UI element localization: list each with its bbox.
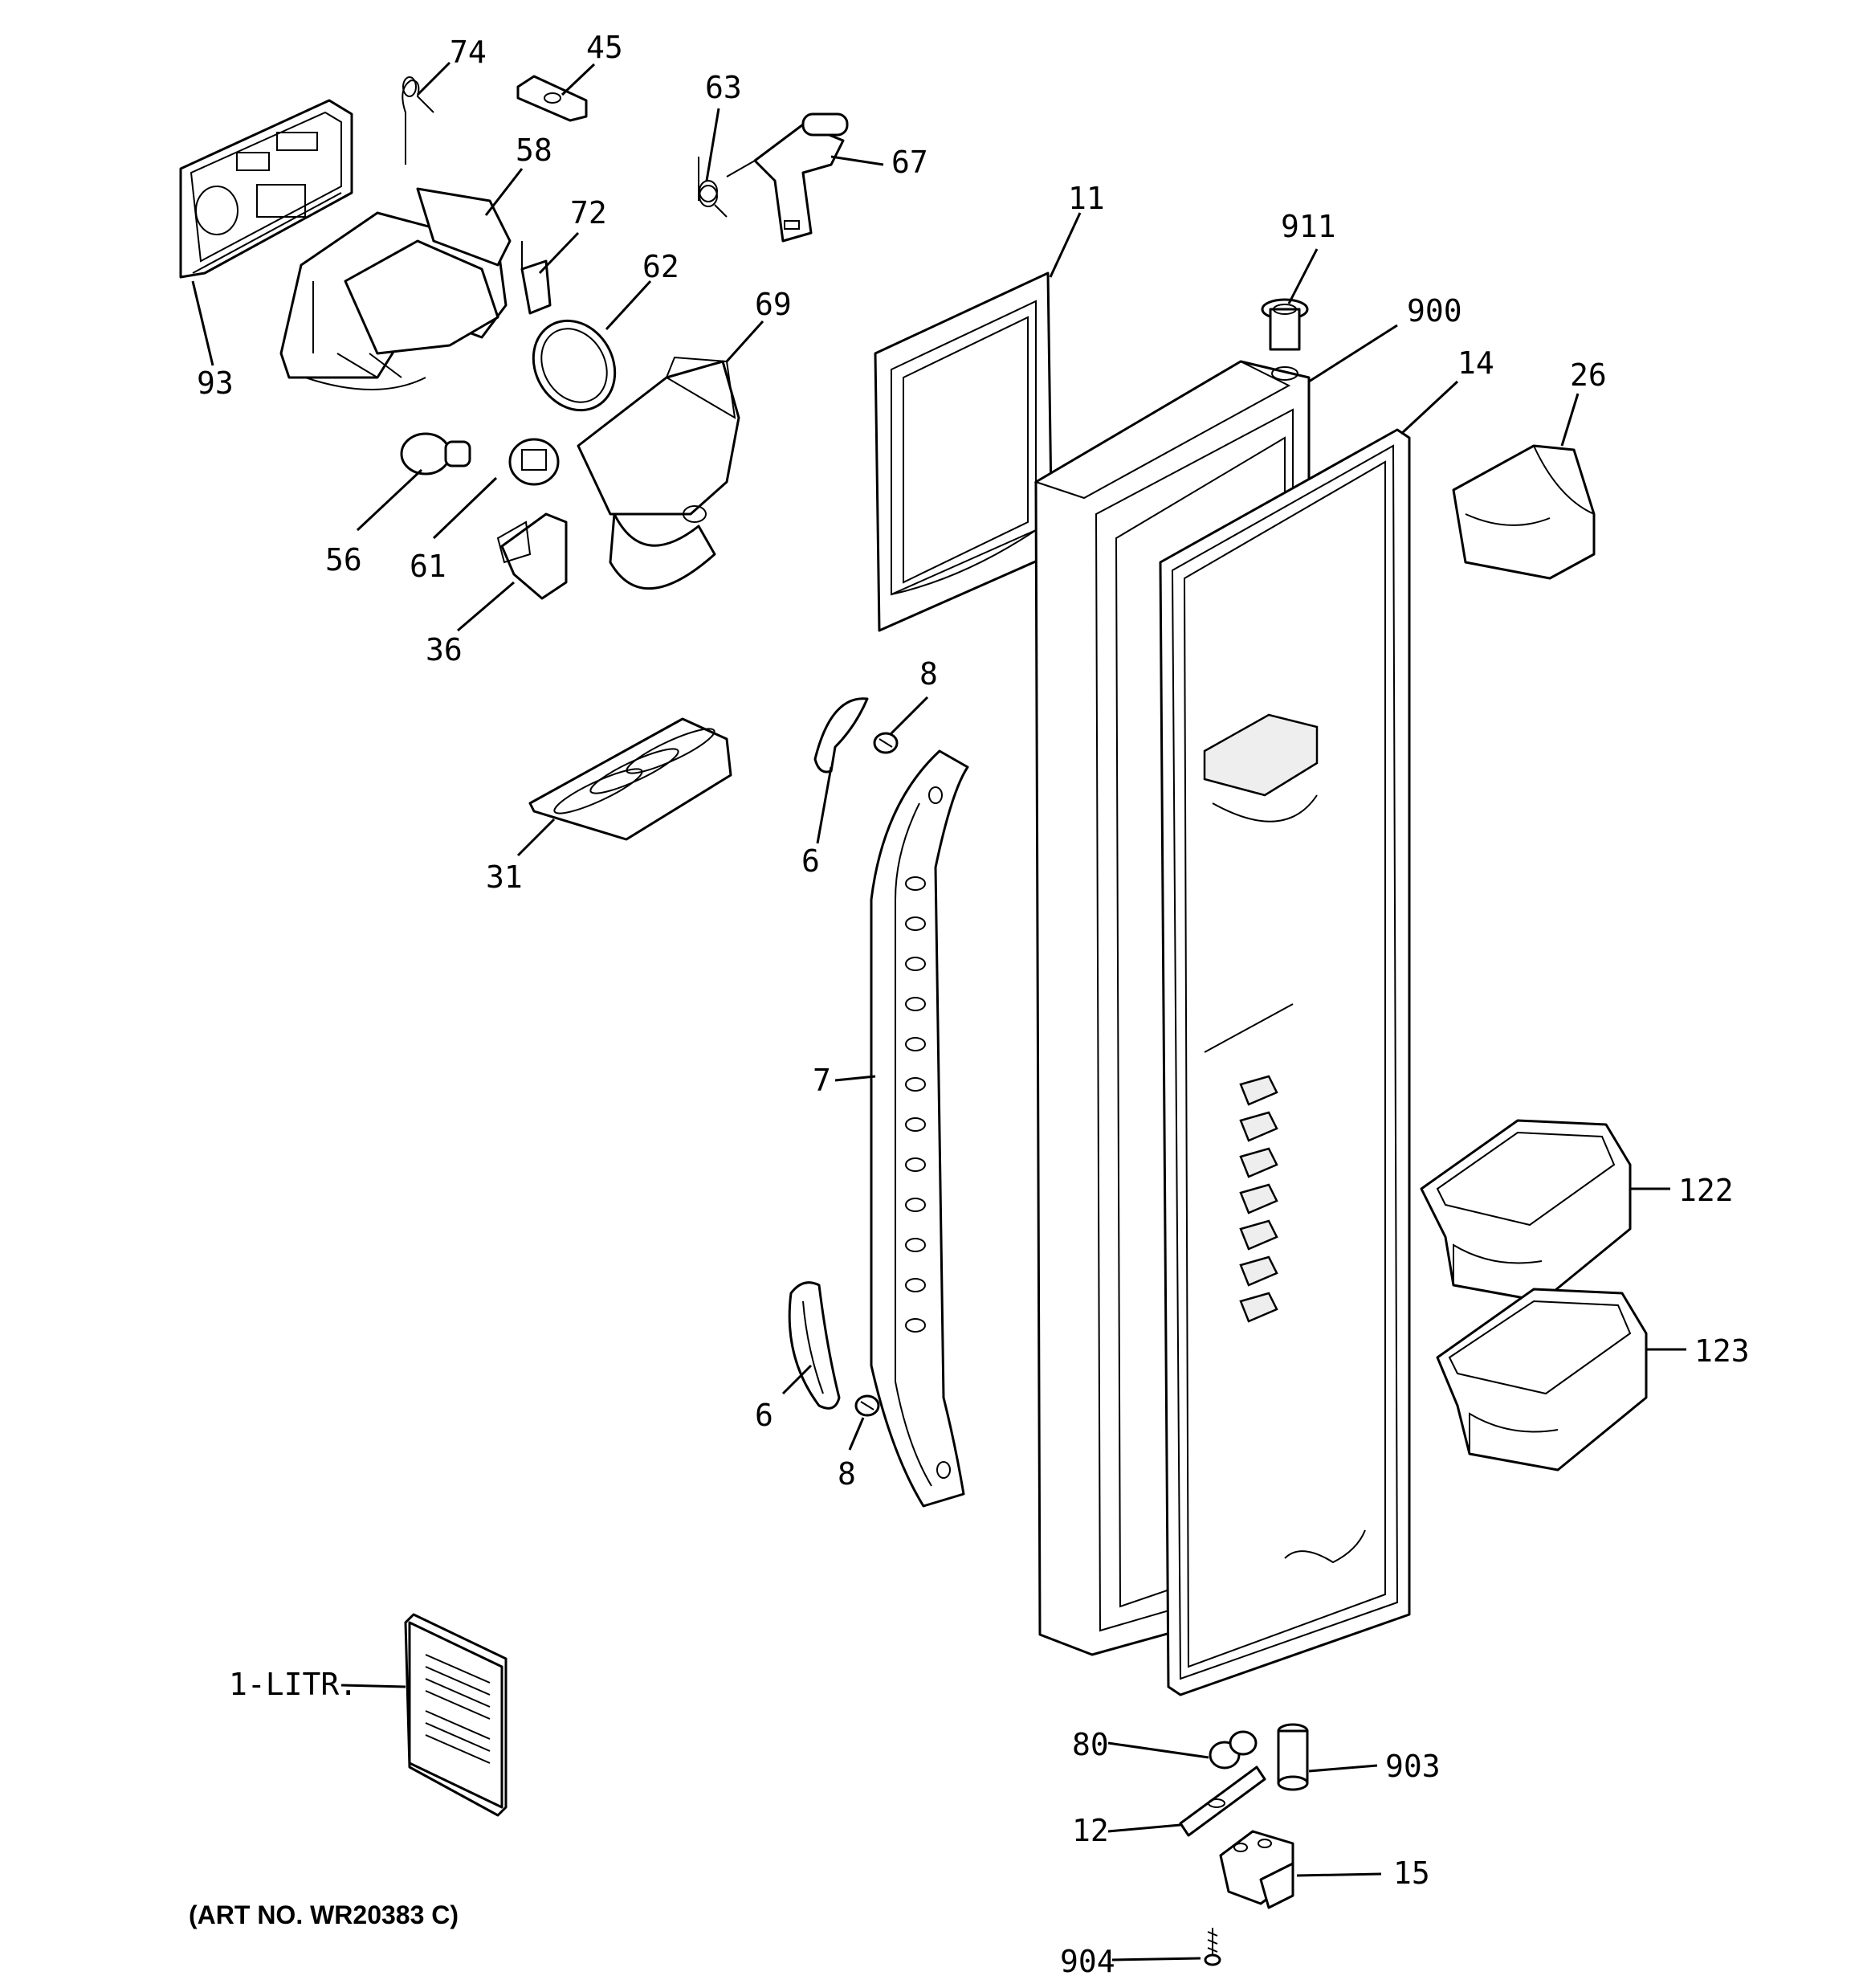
callout-58: 58 [516,133,552,168]
callout-69: 69 [755,287,792,322]
callout-12: 12 [1072,1813,1109,1848]
callout-6-top: 6 [801,843,820,879]
callout-6-bottom: 6 [755,1398,773,1433]
callout-7: 7 [813,1063,831,1098]
callout-80: 80 [1072,1727,1109,1762]
booklet-text-lines [425,1654,491,1764]
part-8-screw-top [873,732,899,754]
callout-911: 911 [1281,209,1336,244]
callout-11: 11 [1068,181,1105,216]
part-31-drip-tray [528,717,732,841]
part-58-dispenser-housing [279,187,512,390]
part-6-endcap-bottom [788,1281,841,1410]
callout-61: 61 [410,549,446,584]
part-123-door-bin [1436,1288,1648,1472]
callout-122: 122 [1678,1173,1734,1208]
part-15-hinge [1219,1830,1294,1909]
callout-45: 45 [586,30,623,65]
part-80-bushing [1209,1730,1258,1770]
part-11-recess-frame [874,271,1054,632]
part-63-spring [698,157,728,218]
callout-72: 72 [570,195,607,231]
part-61-socket [508,438,560,486]
part-72-switch [520,241,552,315]
part-67-actuator [726,112,849,243]
callout-74: 74 [450,35,487,70]
callout-900: 900 [1407,293,1462,329]
callout-123: 123 [1694,1333,1750,1369]
part-26-bin [1452,444,1596,580]
callout-labels: 74 45 63 67 58 72 62 69 93 56 61 36 11 9… [197,30,1750,1979]
art-number-caption: (ART NO. WR20383 C) [189,1900,459,1929]
callout-1-litr: 1-LITR. [229,1667,357,1702]
callout-67: 67 [891,145,928,180]
part-903-pin [1277,1723,1309,1791]
part-74-spring [402,76,434,165]
part-911-cap [1261,298,1309,351]
callout-63: 63 [705,70,742,105]
callout-31: 31 [486,859,523,895]
door-wire-harness [1284,1529,1366,1564]
part-7-handle [870,749,969,1508]
callout-903: 903 [1385,1749,1441,1784]
part-904-screw [1204,1928,1221,1966]
part-6-endcap-top [813,697,869,774]
part-45-bracket [516,75,588,122]
callout-15: 15 [1393,1855,1430,1891]
callout-56: 56 [325,542,362,578]
part-56-bulb [400,432,471,476]
door-shelf-tabs [1239,1075,1278,1323]
part-122-door-bin [1420,1119,1632,1303]
part-14-gasket [1159,428,1411,1696]
part-literature-booklet [404,1613,508,1817]
part-36-bracket [496,512,568,600]
part-93-control-board [179,99,353,279]
callout-8-top: 8 [919,656,938,692]
callout-14: 14 [1457,345,1494,381]
callout-26: 26 [1570,357,1607,393]
part-12-shim [1179,1766,1266,1837]
callout-8-bottom: 8 [838,1456,856,1492]
handle-grip-texture [905,876,926,1333]
part-62-ring [532,319,617,412]
leader-lines [191,61,1686,1961]
callout-62: 62 [642,249,679,284]
callout-93: 93 [197,365,234,401]
part-69-chute [577,356,740,590]
callout-36: 36 [426,632,463,667]
part-8-screw-bottom [854,1394,880,1417]
callout-904: 904 [1060,1944,1115,1979]
